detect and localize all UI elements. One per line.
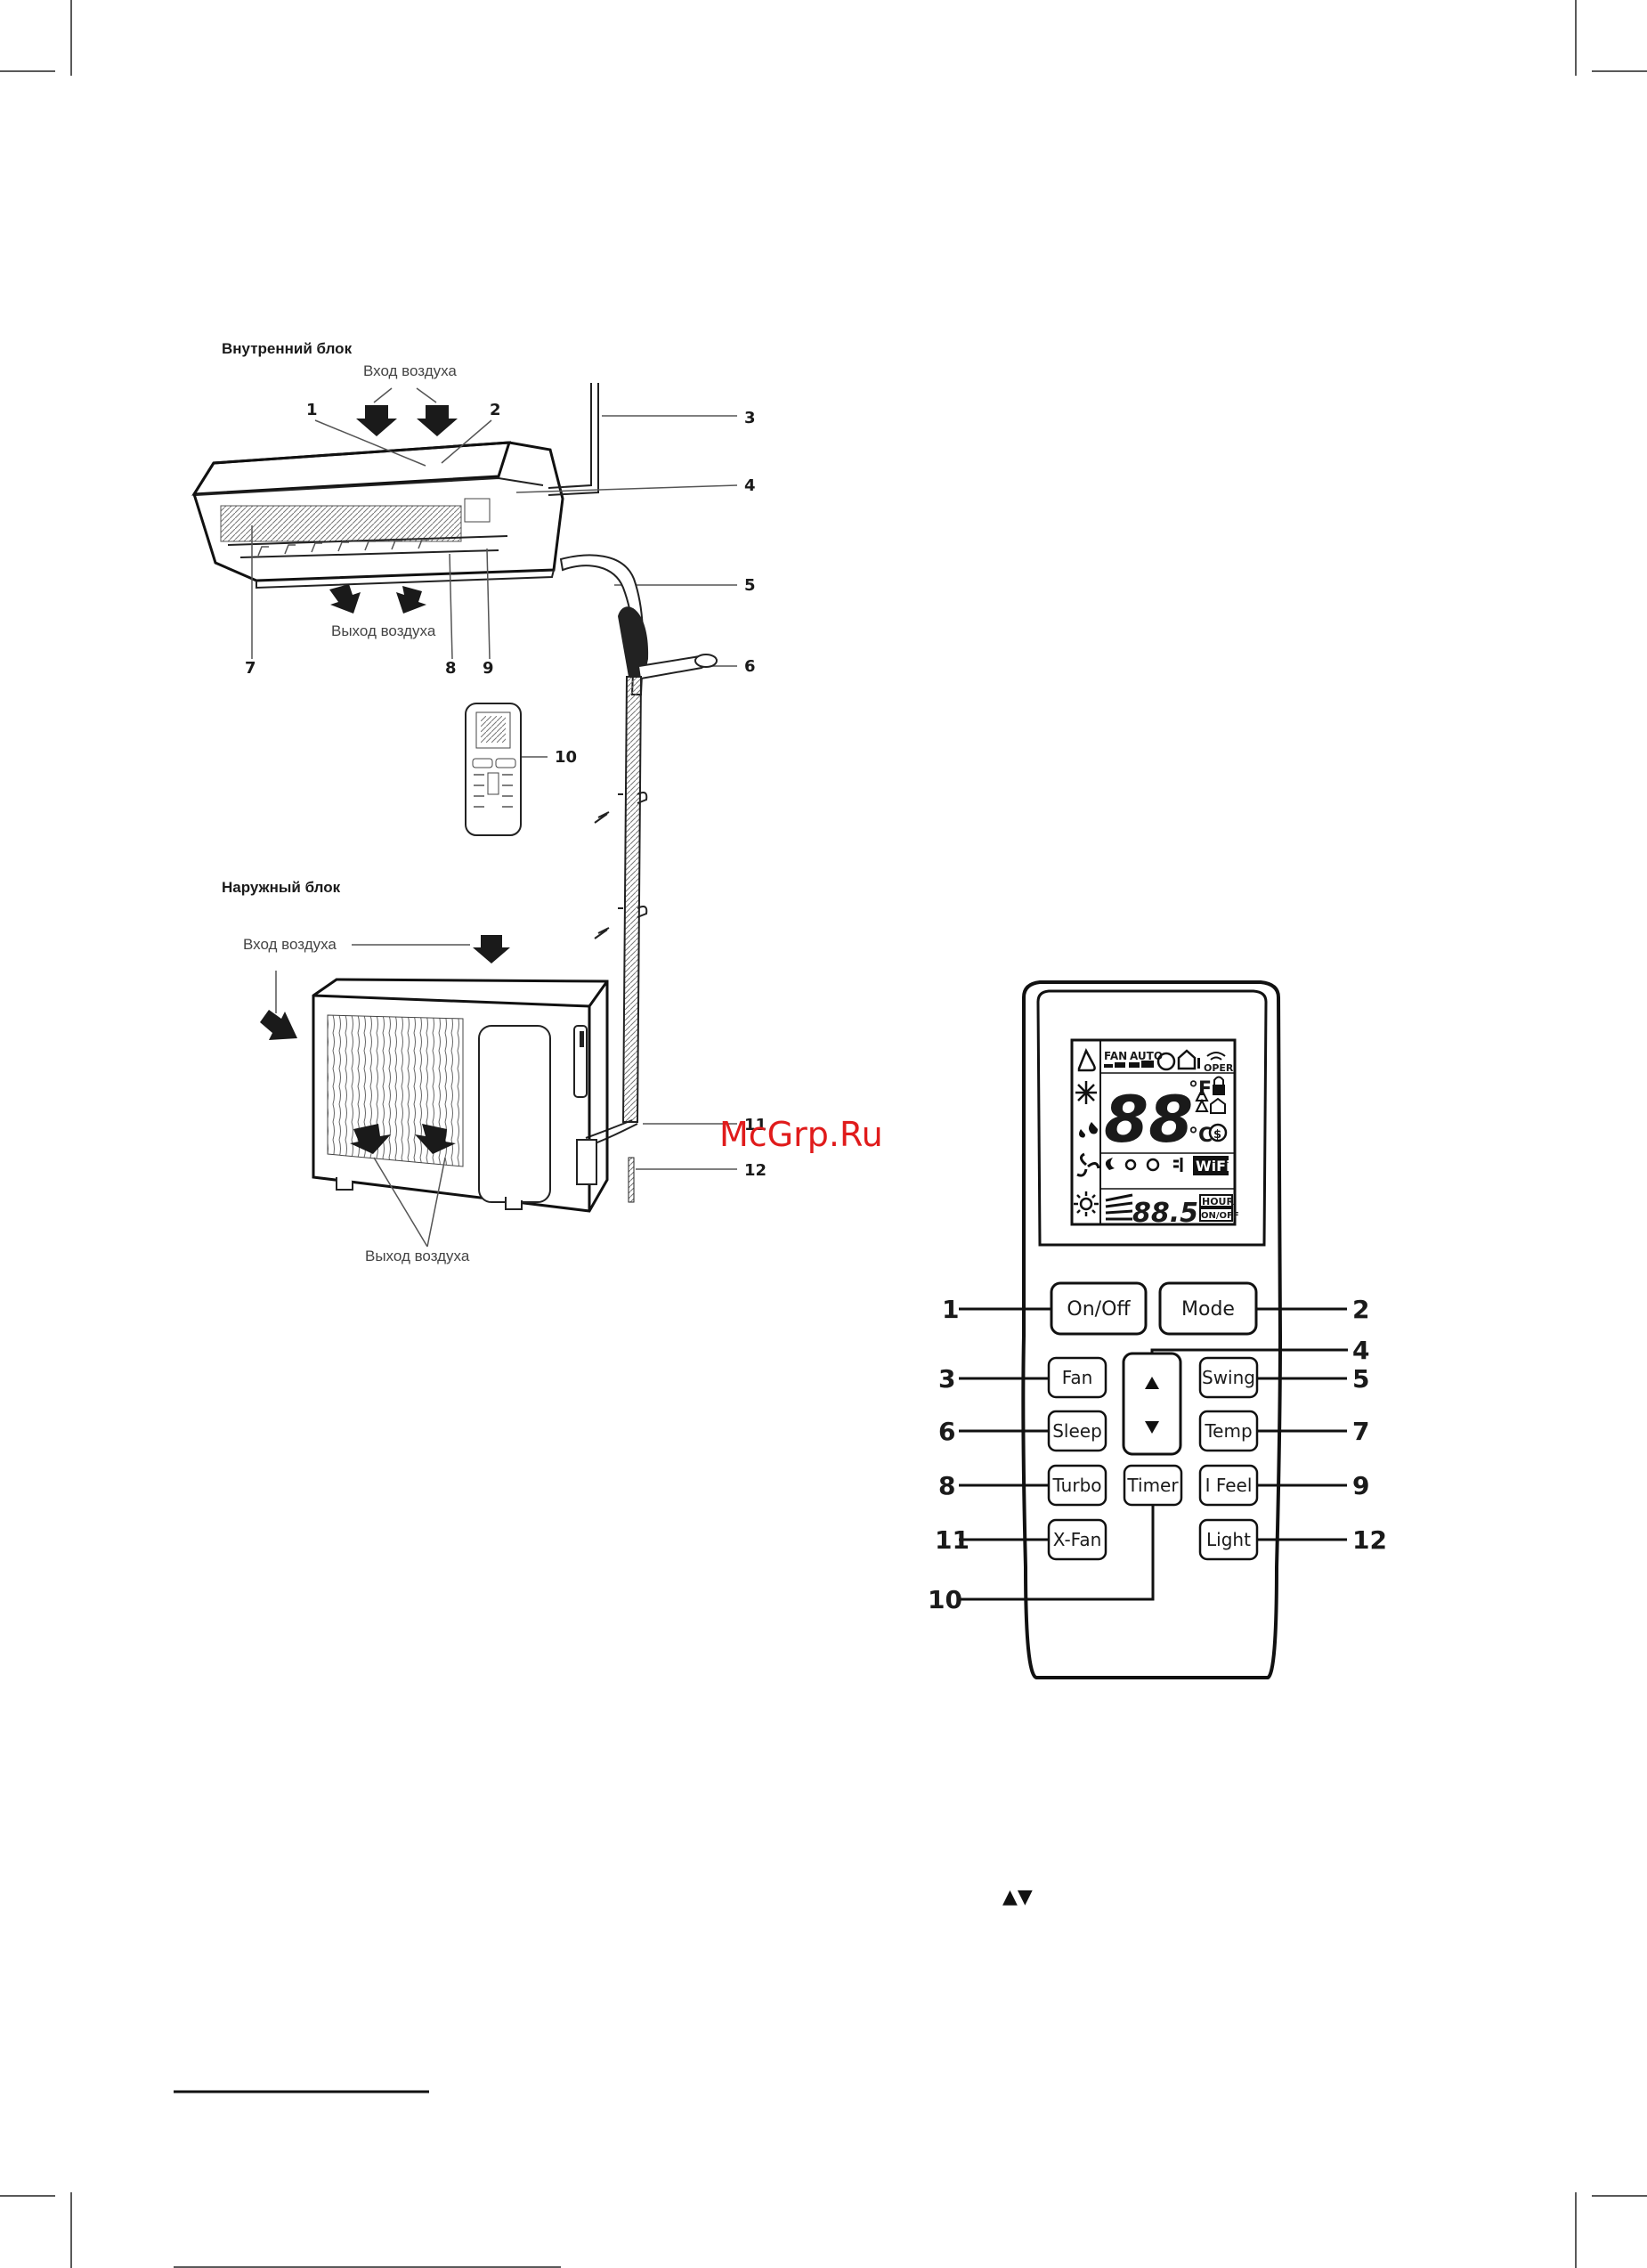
outdoor-air-out-label: Выход воздуха	[365, 1248, 470, 1264]
remote-callout-10: 10	[928, 1585, 962, 1614]
lcd-main-digits: 88	[1104, 1082, 1193, 1157]
light-label: Light	[1206, 1529, 1251, 1550]
timer-label: Timer	[1126, 1475, 1179, 1496]
on-off-label: On/Off	[1067, 1298, 1131, 1321]
indoor-air-out-label: Выход воздуха	[331, 622, 436, 639]
swing-label: Swing	[1202, 1367, 1255, 1388]
turbo-label: Turbo	[1051, 1475, 1101, 1496]
remote-callout-12: 12	[1352, 1525, 1387, 1555]
light-button[interactable]: Light	[1200, 1520, 1257, 1559]
callout-2: 2	[490, 401, 501, 419]
remote-callout-3: 3	[938, 1364, 955, 1394]
fan-button[interactable]: Fan	[1049, 1358, 1106, 1397]
callout-7: 7	[245, 659, 256, 678]
right-arrow-icon	[260, 1010, 297, 1040]
fan-label: Fan	[1062, 1367, 1093, 1388]
callout-4: 4	[744, 476, 756, 495]
down-arrow-icon	[356, 405, 397, 436]
i-feel-button[interactable]: I Feel	[1200, 1466, 1257, 1505]
remote-callout-4: 4	[1352, 1336, 1369, 1365]
sleep-label: Sleep	[1052, 1420, 1102, 1442]
lcd-unit-f: °F	[1189, 1078, 1212, 1101]
outdoor-heading: Наружный блок	[222, 879, 341, 896]
remote-callout-7: 7	[1352, 1417, 1369, 1446]
down-arrow-icon	[473, 935, 510, 963]
turbo-button[interactable]: Turbo	[1049, 1466, 1106, 1505]
lcd-oper-label: OPER	[1204, 1062, 1234, 1074]
down-arrow-icon	[329, 584, 361, 614]
remote-thumbnail	[466, 703, 521, 835]
remote-callout-2: 2	[1352, 1295, 1369, 1324]
indoor-unit-illustration	[194, 443, 563, 588]
piping-illustration	[561, 555, 717, 1202]
up-down-arrows-icon: ▲▼	[1002, 1886, 1033, 1908]
lcd-hour-label: HOUR	[1202, 1196, 1234, 1207]
down-arrow-icon	[396, 586, 426, 614]
on-off-button[interactable]: On/Off	[1051, 1283, 1146, 1334]
callout-5: 5	[744, 576, 756, 595]
callout-12: 12	[744, 1161, 767, 1180]
remote-callout-8: 8	[938, 1471, 955, 1500]
callout-1: 1	[306, 401, 318, 419]
callout-8: 8	[445, 659, 457, 678]
x-fan-label: X-Fan	[1053, 1529, 1102, 1550]
lcd-timer-digits: 88.5	[1132, 1198, 1198, 1229]
indoor-heading: Внутренний блок	[222, 340, 353, 357]
watermark: McGrp.Ru	[719, 1115, 883, 1154]
swing-button[interactable]: Swing	[1200, 1358, 1257, 1397]
sleep-button[interactable]: Sleep	[1049, 1411, 1106, 1451]
outdoor-unit-illustration	[313, 980, 607, 1211]
temp-label: Temp	[1204, 1420, 1252, 1442]
lcd-fan-label: FAN	[1104, 1050, 1127, 1062]
temp-up-down-button[interactable]	[1124, 1353, 1180, 1454]
lock-icon	[1213, 1085, 1225, 1095]
mode-button[interactable]: Mode	[1160, 1283, 1256, 1334]
callout-3: 3	[744, 409, 756, 427]
i-feel-label: I Feel	[1205, 1475, 1253, 1496]
remote-callout-5: 5	[1352, 1364, 1369, 1394]
remote-callout-6: 6	[938, 1417, 955, 1446]
down-arrow-icon	[417, 405, 458, 436]
remote-callout-9: 9	[1352, 1471, 1369, 1500]
indoor-inlet-arrows	[356, 388, 458, 436]
callout-6: 6	[744, 657, 756, 676]
indoor-outlet-arrows	[329, 584, 426, 614]
x-fan-button[interactable]: X-Fan	[1049, 1520, 1106, 1559]
temp-button[interactable]: Temp	[1200, 1411, 1257, 1451]
lcd-unit-c: °C	[1189, 1125, 1213, 1147]
remote-callout-1: 1	[942, 1295, 959, 1324]
mode-label: Mode	[1181, 1298, 1235, 1321]
callout-10: 10	[555, 748, 577, 767]
outdoor-air-in-label: Вход воздуха	[243, 936, 337, 953]
svg-text:$: $	[1213, 1128, 1221, 1142]
indoor-air-in-label: Вход воздуха	[363, 362, 457, 379]
remote-callout-11: 11	[935, 1525, 970, 1555]
callout-9: 9	[483, 659, 494, 678]
timer-button[interactable]: Timer	[1124, 1466, 1181, 1505]
snowflake-icon	[1075, 1081, 1097, 1104]
lcd-onoff-label: ON/OFF	[1201, 1211, 1239, 1221]
lcd-wifi-label: WiFi	[1196, 1158, 1231, 1175]
